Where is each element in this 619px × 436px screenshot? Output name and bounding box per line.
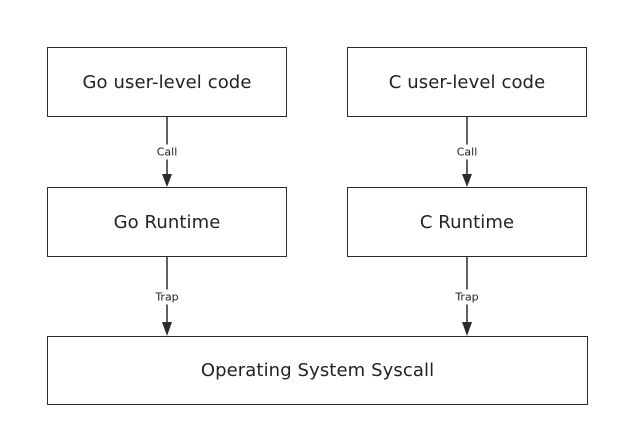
c-user-code-box: C user-level code [347, 47, 587, 117]
edge-c-call-arrowhead [462, 174, 472, 187]
edge-label-go-trap: Trap [153, 289, 181, 305]
edge-go-call-arrowhead [162, 174, 172, 187]
edge-go-trap-arrowhead [162, 322, 172, 336]
c-runtime-label: C Runtime [419, 211, 515, 233]
go-runtime-label: Go Runtime [113, 211, 221, 233]
edge-label-c-trap: Trap [453, 289, 481, 305]
os-syscall-label: Operating System Syscall [200, 360, 435, 381]
go-user-code-label: Go user-level code [82, 71, 252, 93]
edge-c-trap-arrowhead [462, 322, 472, 336]
go-runtime-box: Go Runtime [47, 187, 287, 257]
go-user-code-box: Go user-level code [47, 47, 287, 117]
edge-label-go-call: Call [154, 144, 180, 160]
os-syscall-box: Operating System Syscall [47, 336, 588, 405]
c-user-code-label: C user-level code [388, 71, 546, 93]
edge-label-c-call: Call [454, 144, 480, 160]
c-runtime-box: C Runtime [347, 187, 587, 257]
